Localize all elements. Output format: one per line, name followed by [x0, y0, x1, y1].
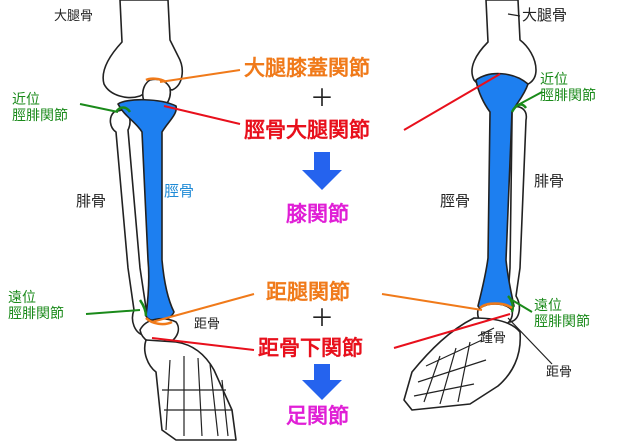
right-foot-bone-lines	[413, 339, 487, 405]
label-proximal-right-line1: 近位	[540, 72, 568, 88]
label-ankle-joint: 足関節	[286, 404, 349, 428]
label-femur-right: 大腿骨	[522, 6, 568, 24]
right-leg	[403, 0, 537, 411]
left-foot-bone-lines	[162, 356, 232, 437]
label-distal-line1: 遠位	[8, 290, 36, 306]
left-femur	[102, 0, 184, 99]
down-arrow-icon	[302, 152, 342, 190]
leader-patellofemoral	[159, 69, 241, 83]
label-proximal-right-line2: 脛腓関節	[540, 88, 596, 105]
label-distal-tibiofibular-left: 遠位 脛腓関節	[8, 290, 64, 322]
leader-subtalar-left	[151, 337, 255, 351]
label-subtalar-joint: 距骨下関節	[258, 336, 363, 360]
label-distal-line2: 脛腓関節	[8, 306, 64, 323]
left-leg	[102, 0, 237, 441]
down-arrow-icon	[302, 364, 342, 400]
leader-talocrural-right	[381, 293, 483, 311]
label-tibiofemoral-joint: 脛骨大腿関節	[244, 118, 370, 142]
label-tibia-right: 脛骨	[440, 192, 471, 210]
label-distal-right-line1: 遠位	[534, 298, 562, 314]
label-femur-left: 大腿骨	[54, 9, 94, 24]
leader-proximal-left	[79, 103, 119, 113]
plus-bottom: ＋	[310, 304, 334, 332]
label-fibula-right: 腓骨	[534, 172, 565, 190]
label-proximal-tibiofibular-left: 近位 脛腓関節	[12, 92, 68, 124]
label-proximal-line1: 近位	[12, 92, 40, 108]
leader-distal-left	[85, 309, 141, 315]
label-fibula-left: 腓骨	[76, 192, 107, 210]
leader-talocrural-left	[151, 293, 255, 323]
label-talus-left: 距骨	[194, 317, 221, 332]
leader-distal-right	[511, 299, 533, 313]
label-calcaneus-right: 踵骨	[480, 331, 507, 346]
leader-tibiofemoral-left	[163, 105, 241, 125]
label-proximal-tibiofibular-right: 近位 脛腓関節	[540, 72, 596, 104]
plus-top: ＋	[310, 84, 334, 112]
leader-subtalar-right	[393, 313, 511, 349]
right-foot	[403, 317, 522, 411]
label-distal-right-line2: 脛腓関節	[534, 314, 590, 331]
leader-proximal-right	[515, 91, 543, 107]
label-distal-tibiofibular-right: 遠位 脛腓関節	[534, 298, 590, 330]
left-tibia	[117, 98, 178, 322]
label-tibia-left: 脛骨	[164, 182, 195, 200]
label-knee-joint: 膝関節	[286, 202, 349, 226]
label-proximal-line2: 脛腓関節	[12, 108, 68, 125]
leader-tibiofemoral-right	[403, 73, 501, 131]
label-talocrural-joint: 距腿関節	[266, 280, 350, 304]
label-patellofemoral-joint: 大腿膝蓋関節	[244, 56, 370, 80]
leader-talus-right	[507, 317, 553, 365]
leader-calcaneus-right	[477, 327, 495, 337]
leader-lines	[79, 13, 553, 365]
label-talus-right: 距骨	[546, 365, 573, 380]
leader-femur-right	[507, 13, 521, 17]
